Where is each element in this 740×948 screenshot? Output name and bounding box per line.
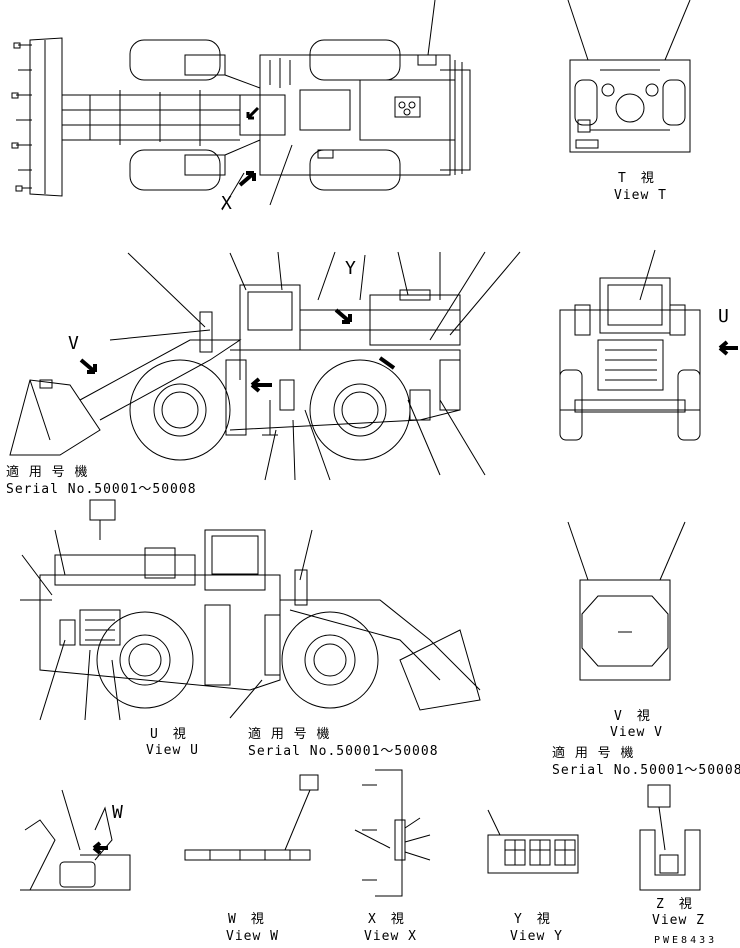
view-z-jp: Z 視 bbox=[656, 897, 693, 912]
top-plan-view bbox=[11, 0, 471, 211]
view-x-en: View X bbox=[364, 929, 417, 944]
serial-3-en: Serial No.50001～50008 bbox=[552, 763, 740, 778]
view-u-en: View U bbox=[146, 743, 199, 758]
serial-2-en: Serial No.50001～50008 bbox=[248, 744, 439, 759]
letter-y: Y bbox=[345, 258, 357, 279]
serial-1-en: Serial No.50001～50008 bbox=[6, 482, 197, 497]
letter-u: U bbox=[718, 306, 730, 327]
view-x-drawing bbox=[354, 769, 431, 897]
view-u-jp: U 視 bbox=[150, 727, 187, 742]
serial-2-jp: 適 用 号 機 bbox=[248, 727, 331, 742]
view-t-en: View T bbox=[614, 188, 667, 203]
view-w-en: View W bbox=[226, 929, 279, 944]
view-w-drawing bbox=[20, 774, 319, 891]
view-z-drawing bbox=[639, 784, 701, 891]
letter-x-top: X bbox=[221, 193, 233, 214]
view-y-en: View Y bbox=[510, 929, 563, 944]
view-y-drawing bbox=[487, 809, 579, 874]
view-t-jp: T 視 bbox=[618, 171, 655, 186]
view-z-en: View Z bbox=[652, 913, 705, 928]
view-u-drawing bbox=[559, 249, 738, 441]
letter-v: V bbox=[68, 333, 80, 354]
letter-w: W bbox=[112, 802, 124, 823]
serial-3-jp: 適 用 号 機 bbox=[552, 746, 635, 761]
view-v-en: View V bbox=[610, 725, 663, 740]
serial-1-jp: 適 用 号 機 bbox=[6, 465, 89, 480]
view-v-drawing bbox=[567, 521, 686, 681]
right-side-view bbox=[20, 499, 481, 721]
view-x-jp: X 視 bbox=[368, 912, 405, 927]
view-v-jp: V 視 bbox=[614, 709, 651, 724]
drawing-code: PWE8433 bbox=[654, 935, 718, 946]
view-y-jp: Y 視 bbox=[514, 912, 551, 927]
view-w-jp: W 視 bbox=[228, 912, 265, 927]
view-t-drawing bbox=[567, 0, 691, 153]
left-side-view bbox=[9, 251, 521, 481]
